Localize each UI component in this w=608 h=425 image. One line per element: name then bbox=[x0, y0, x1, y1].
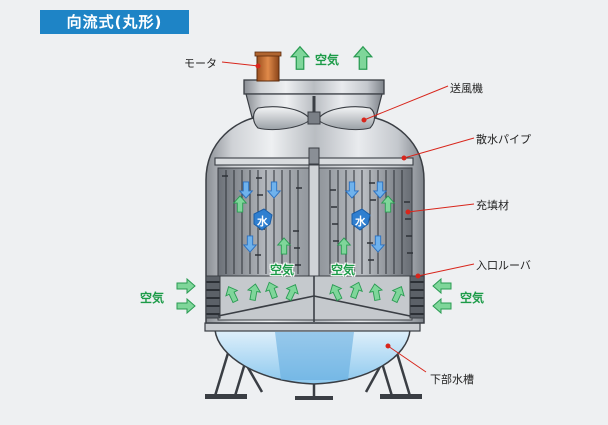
leg-feet bbox=[205, 394, 422, 400]
water-arrow bbox=[266, 181, 282, 199]
air-arrow bbox=[368, 283, 384, 301]
air-arrow bbox=[176, 277, 196, 295]
label-motor: モータ bbox=[184, 57, 217, 70]
air-inner-left-label: 空気 bbox=[270, 263, 295, 277]
air-arrow bbox=[264, 281, 279, 300]
louver-left bbox=[205, 275, 221, 319]
air-arrow bbox=[432, 297, 452, 315]
water-arrow bbox=[238, 181, 254, 199]
leader-lines bbox=[221, 61, 475, 373]
water-arrow bbox=[242, 235, 258, 253]
water-blob-right bbox=[351, 208, 371, 231]
water-left-label: 水 bbox=[257, 215, 268, 228]
fan-blades bbox=[252, 96, 376, 131]
water-flow-arrows bbox=[238, 181, 388, 253]
label-inlet-louver: 入口ルーバ bbox=[476, 259, 531, 272]
air-arrow bbox=[225, 286, 239, 304]
air-arrow bbox=[432, 277, 452, 295]
label-spray-pipe: 散水パイプ bbox=[476, 133, 531, 146]
air-left-label: 空気 bbox=[140, 291, 165, 305]
air-arrow bbox=[246, 283, 262, 301]
top-cap bbox=[243, 79, 385, 95]
air-arrow bbox=[329, 284, 343, 302]
air-flow-arrows bbox=[176, 45, 452, 315]
base-plate bbox=[204, 322, 421, 332]
air-right-label: 空気 bbox=[460, 291, 485, 305]
water-arrow bbox=[344, 181, 360, 199]
water-arrow bbox=[372, 181, 388, 199]
air-arrow bbox=[391, 286, 405, 304]
water-blob-left bbox=[253, 208, 273, 231]
support-frame bbox=[217, 276, 411, 322]
water-arrow bbox=[370, 235, 386, 253]
page-title: 向流式(丸形) bbox=[40, 10, 189, 34]
air-arrow bbox=[276, 237, 292, 255]
air-arrow bbox=[176, 297, 196, 315]
air-arrow bbox=[380, 195, 396, 213]
air-arrow bbox=[289, 45, 311, 70]
label-lower-tank: 下部水槽 bbox=[430, 373, 474, 386]
air-arrow bbox=[232, 195, 248, 213]
water-right-label: 水 bbox=[355, 215, 366, 228]
air-arrow bbox=[285, 284, 299, 302]
air-arrow bbox=[352, 45, 374, 70]
motor bbox=[256, 53, 280, 82]
air-arrow bbox=[349, 281, 364, 300]
air-top-label: 空気 bbox=[315, 53, 340, 67]
louver-right bbox=[409, 275, 425, 319]
label-fan: 送風機 bbox=[450, 82, 483, 95]
label-fill: 充填材 bbox=[476, 199, 509, 212]
air-inner-right-label: 空気 bbox=[331, 263, 356, 277]
air-arrow bbox=[336, 237, 352, 255]
